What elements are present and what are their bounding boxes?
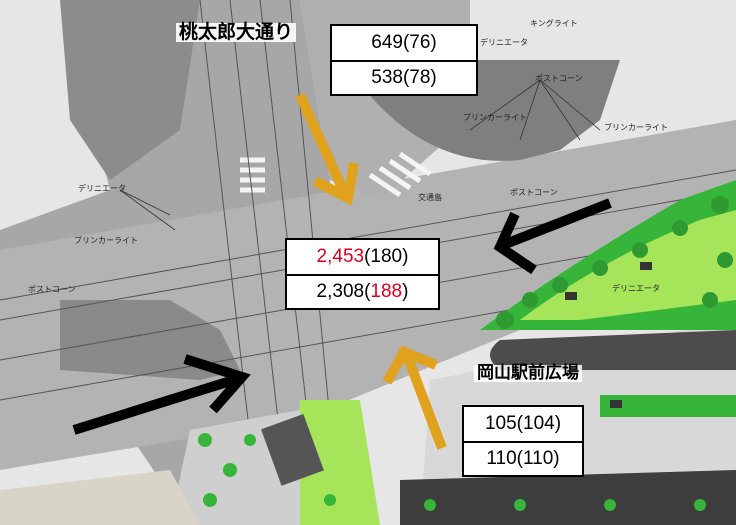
count-row: 538(78) xyxy=(332,60,476,94)
count-row: 105(104) xyxy=(484,413,562,434)
plan-note: デリニエータ xyxy=(612,284,660,293)
street-label: 桃太郎大通り xyxy=(176,23,297,42)
count-value: ) xyxy=(402,281,409,302)
count-value: 2,308( xyxy=(316,281,371,302)
plan-note: ポストコーン xyxy=(535,74,583,83)
count-row: 649(76) xyxy=(371,32,437,53)
count-row: 2,453(180) xyxy=(287,240,438,274)
plaza-label: 岡山駅前広場 xyxy=(474,365,582,382)
plan-note: ブリンカーライト xyxy=(74,236,138,245)
plan-note: ブリンカーライト xyxy=(604,123,668,132)
count-box-south: 105(104) 110(110) xyxy=(462,405,584,477)
plan-note: 交通島 xyxy=(418,193,442,202)
count-row: 2,308(188) xyxy=(287,274,438,308)
plan-note: デリニエータ xyxy=(480,38,528,47)
plan-note: ポストコーン xyxy=(28,285,76,294)
plan-note: ブリンカーライト xyxy=(463,113,527,122)
count-value-highlight: 2,453 xyxy=(316,246,365,267)
count-value-highlight: 188 xyxy=(370,281,403,302)
count-row: 110(110) xyxy=(464,441,582,475)
plan-note: キングライト xyxy=(530,19,578,28)
count-box-center: 2,453(180) 2,308(188) xyxy=(285,238,440,310)
plan-note: ポストコーン xyxy=(510,188,558,197)
count-box-north: 649(76) 538(78) xyxy=(330,24,478,96)
count-value: (180) xyxy=(364,246,409,267)
plan-note: デリニエータ xyxy=(78,184,126,193)
